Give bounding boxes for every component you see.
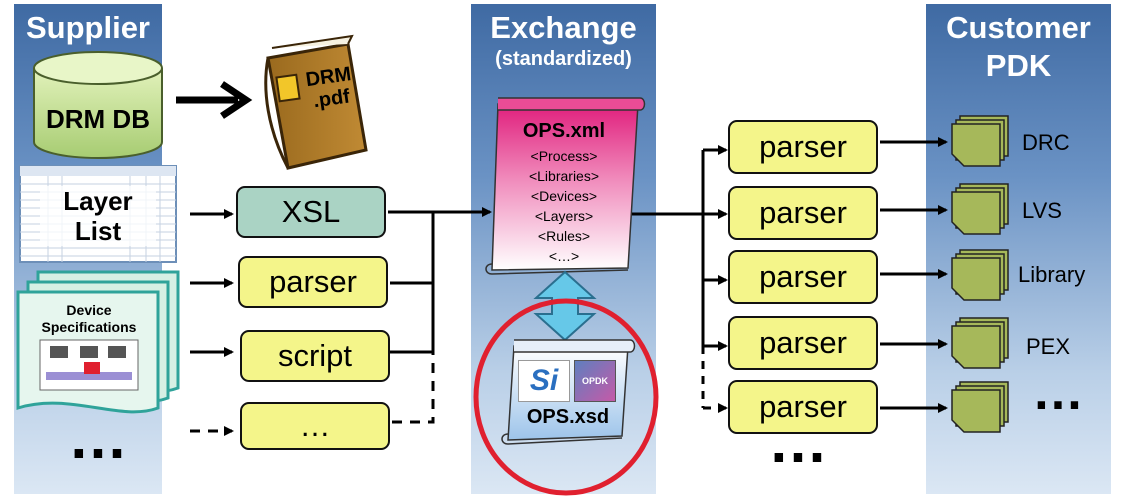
output-label-drc: DRC — [1022, 130, 1070, 155]
db-to-pdf-arrow — [176, 81, 253, 119]
output-doc-stacks — [951, 115, 1009, 433]
drc-doc-icon — [951, 115, 1009, 167]
pex-doc-icon — [951, 317, 1009, 369]
script-box: script — [240, 330, 390, 382]
customer-subtitle: PDK — [985, 48, 1052, 83]
exchange-title: Exchange — [490, 10, 637, 45]
device-spec-label: Device Specifications — [41, 302, 137, 335]
drm-db-label: DRM DB — [46, 104, 150, 134]
parser-box-drc: parser — [728, 120, 878, 174]
output-arrows — [880, 137, 948, 413]
si2-logo-text: Si — [529, 364, 559, 397]
parser-box-input: parser — [238, 256, 388, 308]
output-label-pex: PEX — [1026, 334, 1071, 359]
ops-xml-item-rules: <Rules> — [537, 228, 591, 244]
converter-bus — [388, 207, 492, 424]
parser-box-library: parser — [728, 250, 878, 304]
ops-xml-item-process: <Process> — [530, 148, 598, 164]
ops-xml-item-libraries: <Libraries> — [528, 168, 600, 184]
parsers-more: … — [768, 408, 828, 475]
ops-xsd-title: OPS.xsd — [526, 406, 610, 428]
ops-xml-scroll-icon — [485, 97, 646, 275]
xsl-box: XSL — [236, 186, 386, 238]
drm-db-cylinder-icon — [33, 51, 163, 159]
parser-box-more: parser — [728, 380, 878, 434]
ops-xml-item-devices: <Devices> — [530, 188, 598, 204]
ops-xml-item-more: <…> — [548, 248, 580, 264]
supplier-title: Supplier — [25, 10, 150, 45]
highlight-ring — [473, 298, 659, 496]
parser-bus — [632, 145, 728, 413]
output-label-lvs: LVS — [1022, 198, 1062, 223]
ops-xml-item-layers: <Layers> — [534, 208, 594, 224]
output-label-library: Library — [1018, 262, 1086, 287]
si2-logo: Si — [518, 360, 570, 402]
drm-pdf-book-icon — [264, 34, 368, 170]
customer-title: Customer — [946, 10, 1091, 45]
drm-pdf-label: DRM .pdf — [304, 63, 353, 113]
opdk-logo-text: OPDK — [581, 376, 608, 386]
layer-list-label: Layer List — [40, 186, 156, 246]
library-doc-icon — [951, 249, 1009, 301]
input-arrows — [190, 209, 234, 436]
output-label-more: … — [1032, 363, 1084, 421]
ops-xml-title: OPS.xml — [522, 120, 606, 142]
exchange-subtitle: (standardized) — [495, 48, 632, 70]
lvs-doc-icon — [951, 183, 1009, 235]
parser-box-pex: parser — [728, 316, 878, 370]
opdk-logo: OPDK — [574, 360, 616, 402]
device-spec-docs-icon — [16, 270, 180, 414]
parser-box-lvs: parser — [728, 186, 878, 240]
supplier-more: … — [68, 404, 128, 471]
more-doc-icon — [951, 381, 1009, 433]
more-converter-box: … — [240, 402, 390, 450]
